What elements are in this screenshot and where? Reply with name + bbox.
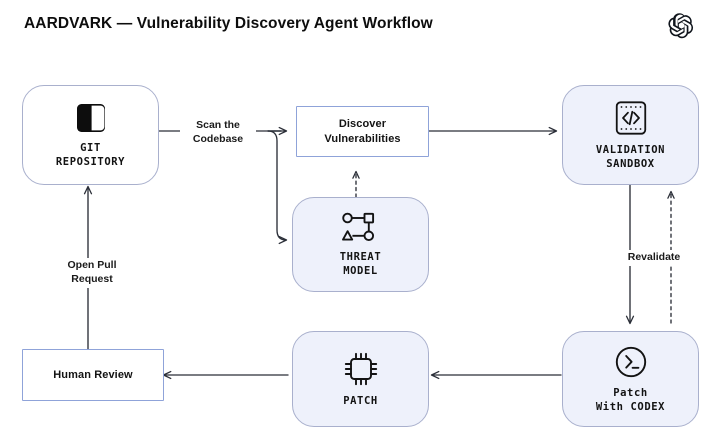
edge-label-revalidate: Revalidate (616, 250, 692, 266)
git-repository-icon (74, 101, 108, 135)
node-label-validation-sandbox: VALIDATION SANDBOX (595, 143, 666, 170)
openai-logo-icon (667, 12, 695, 40)
node-label-discover-vulnerabilities: Discover Vulnerabilities (324, 117, 401, 145)
edge-label-scan-the-codebase: Scan the Codebase (180, 118, 256, 148)
code-brackets-icon (612, 99, 650, 137)
node-validation-sandbox[interactable]: VALIDATION SANDBOX (562, 85, 699, 185)
terminal-prompt-icon (613, 344, 649, 380)
node-label-patch-with-codex: Patch With CODEX (595, 386, 666, 413)
node-label-git-repository: GIT REPOSITORY (55, 141, 126, 168)
edge-git-to-threat (267, 130, 286, 240)
node-git-repository[interactable]: GIT REPOSITORY (22, 85, 159, 185)
node-threat-model[interactable]: THREAT MODEL (292, 197, 429, 292)
node-discover-vulnerabilities[interactable]: Discover Vulnerabilities (296, 106, 429, 157)
cpu-chip-icon (342, 350, 380, 388)
node-label-threat-model: THREAT MODEL (339, 251, 382, 277)
edge-label-open-pull-request: Open Pull Request (50, 258, 134, 288)
node-label-human-review: Human Review (53, 368, 133, 381)
node-human-review[interactable]: Human Review (22, 349, 164, 401)
node-patch[interactable]: PATCH (292, 331, 429, 427)
node-patch-with-codex[interactable]: Patch With CODEX (562, 331, 699, 427)
threat-model-graph-icon (338, 210, 384, 244)
node-label-patch: PATCH (343, 394, 378, 407)
page-title: AARDVARK — Vulnerability Discovery Agent… (24, 15, 433, 32)
